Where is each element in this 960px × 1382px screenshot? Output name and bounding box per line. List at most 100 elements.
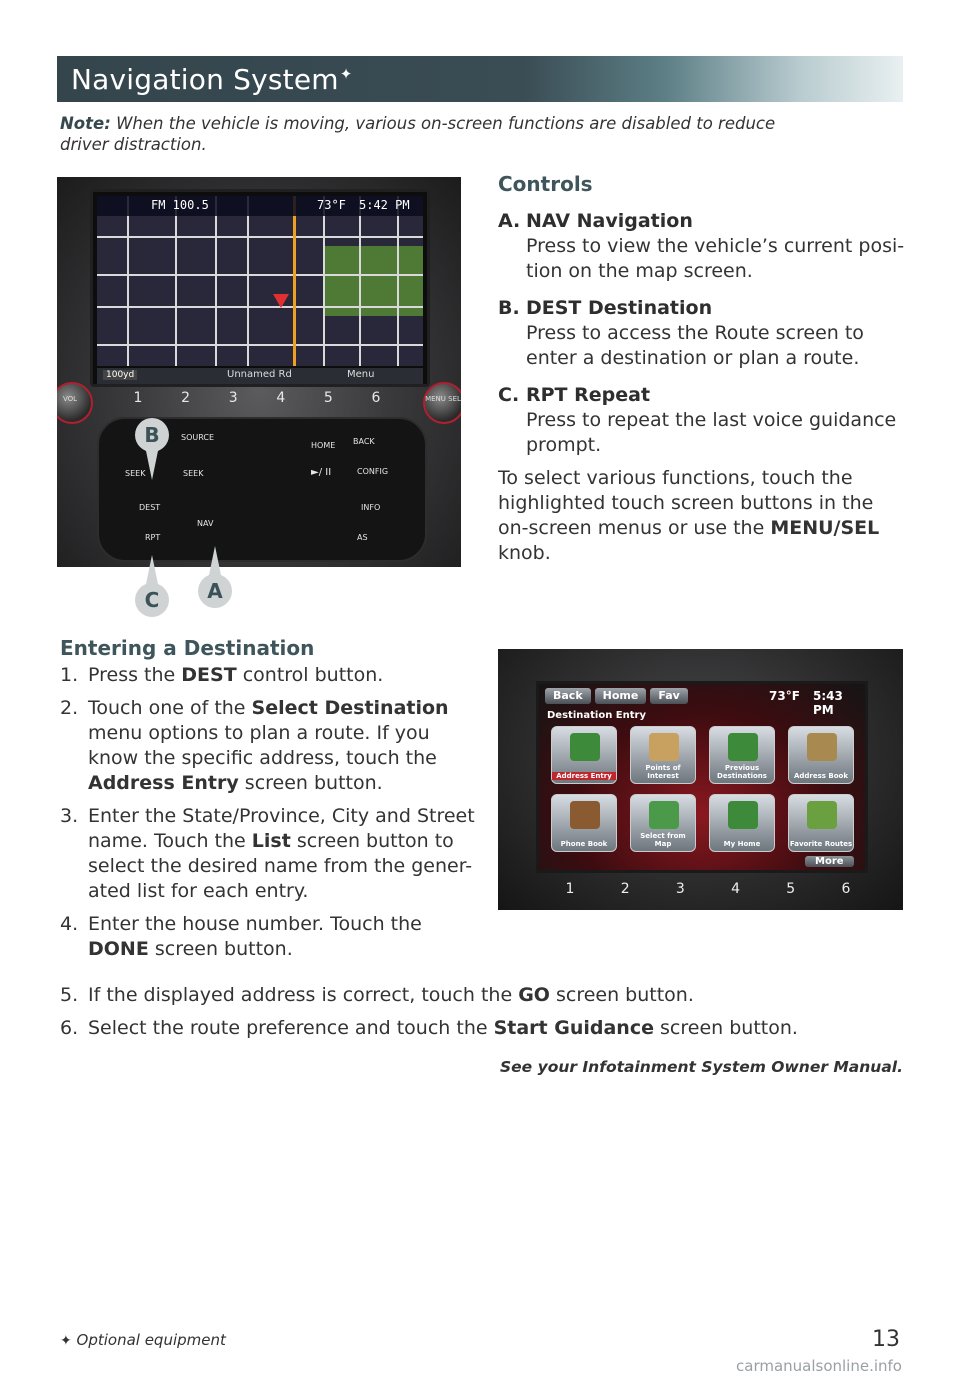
steps-list-wide: 5.If the displayed address is correct, t… xyxy=(60,975,920,1041)
map-road xyxy=(97,306,423,308)
more-button: More xyxy=(805,856,854,867)
map-icon xyxy=(649,801,679,829)
callout-b: B xyxy=(135,418,169,480)
menu-sel-label: MENU SEL xyxy=(425,395,461,403)
control-desc: Press to view the vehicle’s current posi… xyxy=(526,235,905,282)
map-bottom-bar: 100yd Unnamed Rd Menu xyxy=(97,368,423,384)
clock: 5:43 PM xyxy=(813,689,843,717)
destination-section: Entering a Destination 1.Press the DEST … xyxy=(60,636,480,962)
preset-button: 4 xyxy=(276,390,286,406)
step-item: 6.Select the route preference and touch … xyxy=(60,1017,798,1039)
map-road xyxy=(323,196,325,366)
map-road xyxy=(215,196,217,366)
see-manual: See your Infotainment System Owner Manua… xyxy=(500,1058,903,1076)
control-item-a: A.NAV Navigation Press to view the vehic… xyxy=(498,209,908,284)
note: Note: When the vehicle is moving, variou… xyxy=(60,113,780,155)
seek-back-button: SEEK xyxy=(125,469,146,478)
houses-icon xyxy=(728,733,758,761)
tile-previous-destinations: Previous Destinations xyxy=(709,726,775,784)
screen-title: Destination Entry xyxy=(547,710,646,721)
vehicle-position-icon xyxy=(273,294,289,308)
controls-section: Controls A.NAV Navigation Press to view … xyxy=(498,172,908,566)
map-pin-icon xyxy=(649,733,679,761)
preset-button: 4 xyxy=(731,881,741,897)
step-item: 3.Enter the State/Province, City and Str… xyxy=(60,805,475,902)
page-title: Navigation System✦ xyxy=(71,62,353,96)
preset-button: 6 xyxy=(841,881,851,897)
map-menu-button: Menu xyxy=(347,369,375,380)
tile-address-entry: Address Entry xyxy=(551,726,617,784)
tile-select-from-map: Select from Map xyxy=(630,794,696,852)
home-button: HOME xyxy=(311,441,336,450)
play-pause-button: ►/ II xyxy=(311,467,332,478)
control-desc: Press to repeat the last voice guidance … xyxy=(526,409,897,456)
destination-tiles: Address Entry Points of Interest Previou… xyxy=(551,726,863,852)
optional-symbol-icon: ✦ xyxy=(339,64,353,83)
back-button: BACK xyxy=(353,437,375,446)
source-button: SOURCE xyxy=(181,433,215,442)
map-display: FM 100.5 73°F 5:42 PM xyxy=(97,196,423,366)
preset-button: 5 xyxy=(786,881,796,897)
map-road xyxy=(97,344,423,346)
controls-heading: Controls xyxy=(498,172,593,196)
optional-symbol-icon: ✦ xyxy=(60,1333,72,1349)
volume-knob xyxy=(57,382,93,424)
note-text: When the vehicle is moving, various on-s… xyxy=(60,114,776,154)
tile-favorite-routes: Favorite Routes xyxy=(788,794,854,852)
preset-button: 3 xyxy=(228,390,238,406)
config-button: CONFIG xyxy=(357,467,389,476)
step-item: 5.If the displayed address is correct, t… xyxy=(60,984,694,1006)
preset-button: 6 xyxy=(371,390,381,406)
nav-screen: FM 100.5 73°F 5:42 PM 100yd Unnamed Rd M… xyxy=(90,189,430,387)
menu-sel-knob xyxy=(423,382,461,424)
control-item-b: B.DEST Destination Press to access the R… xyxy=(498,296,908,371)
controls-paragraph: To select various functions, touch the h… xyxy=(498,467,880,564)
footnote: ✦ Optional equipment xyxy=(60,1331,226,1349)
step-item: 1.Press the DEST control button. xyxy=(60,664,384,686)
preset-button: 2 xyxy=(620,881,630,897)
destination-screen-photo: Back Home Fav 73°F 5:43 PM Destination E… xyxy=(498,649,903,910)
map-status-bar: FM 100.5 73°F 5:42 PM xyxy=(97,196,423,216)
header-banner: Navigation System✦ xyxy=(57,56,903,102)
info-button: INFO xyxy=(361,503,381,512)
note-label: Note: xyxy=(60,114,111,133)
temperature: 73°F xyxy=(769,689,800,703)
preset-buttons: 1 2 3 4 5 6 xyxy=(558,881,858,897)
rpt-button: RPT xyxy=(145,533,161,542)
preset-button: 1 xyxy=(133,390,143,406)
tile-address-book: Address Book xyxy=(788,726,854,784)
tile-points-of-interest: Points of Interest xyxy=(630,726,696,784)
map-road xyxy=(397,196,399,366)
destination-screen: Back Home Fav 73°F 5:43 PM Destination E… xyxy=(536,681,868,873)
tile-phone-book: Phone Book xyxy=(551,794,617,852)
seek-forward-button: SEEK xyxy=(183,469,204,478)
steps-list: 1.Press the DEST control button. 2.Touch… xyxy=(60,663,480,962)
map-road xyxy=(247,196,249,366)
house-icon xyxy=(570,733,600,761)
temperature: 73°F xyxy=(317,198,346,212)
control-item-c: C.RPT Repeat Press to repeat the last vo… xyxy=(498,383,908,458)
route-icon xyxy=(807,801,837,829)
map-road xyxy=(127,196,129,366)
as-button: AS xyxy=(357,533,368,542)
map-scale: 100yd xyxy=(103,370,138,380)
callout-c: C xyxy=(135,555,169,627)
preset-button: 3 xyxy=(675,881,685,897)
park-area xyxy=(325,246,423,316)
screen-home-button: Home xyxy=(594,688,647,704)
book-icon xyxy=(807,733,837,761)
route-line xyxy=(293,196,296,366)
screen-nav-buttons: Back Home Fav xyxy=(545,688,688,704)
phone-book-icon xyxy=(570,801,600,829)
current-road: Unnamed Rd xyxy=(227,369,292,380)
nav-button: NAV xyxy=(197,519,214,528)
step-item: 2.Touch one of the Select Destination me… xyxy=(60,697,449,794)
map-road xyxy=(175,196,177,366)
preset-button: 2 xyxy=(181,390,191,406)
home-icon xyxy=(728,801,758,829)
nav-unit-photo: FM 100.5 73°F 5:42 PM 100yd Unnamed Rd M… xyxy=(57,177,461,567)
clock: 5:42 PM xyxy=(359,198,410,212)
preset-button: 1 xyxy=(565,881,575,897)
tile-my-home: My Home xyxy=(709,794,775,852)
callout-a: A xyxy=(198,546,232,618)
